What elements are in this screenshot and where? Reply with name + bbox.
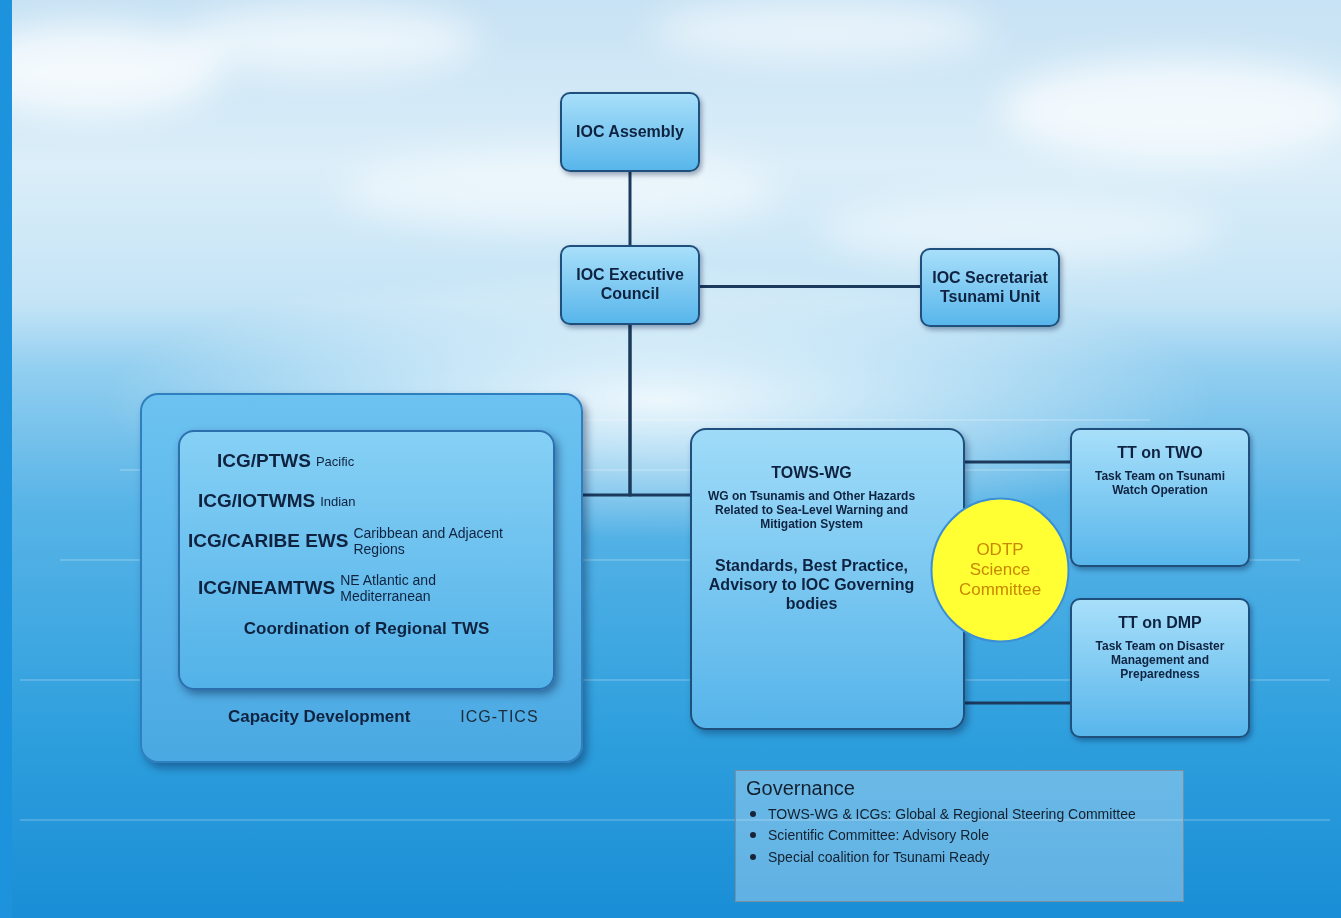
text-area: ODTP Science Committee — [930, 497, 1070, 643]
node-text: TT on DMP — [1118, 614, 1202, 633]
governing-box: IOC Executive Council — [560, 245, 700, 325]
text-area: GovernanceTOWS-WG & ICGs: Global & Regio… — [736, 771, 1183, 901]
clouds — [0, 0, 1341, 265]
text-row: TT on DMP — [1118, 614, 1202, 633]
text-row: ICG/CARIBE EWSCaribbean and Adjacent Reg… — [188, 525, 513, 558]
node-text: Special coalition for Tsunami Ready — [768, 849, 990, 866]
text-area: TOWS-WG WG on Tsunamis and Other Hazards … — [692, 430, 963, 728]
regional-group-panel: Capacity Development ICG-TICS ICG/PTWS Paci… — [140, 393, 583, 763]
bullet-dot — [750, 811, 756, 817]
text-row: TOWS-WG & ICGs: Global & Regional Steeri… — [750, 806, 1136, 823]
node-text: IOC Assembly — [576, 123, 684, 142]
text-row: Coordination of Regional TWS — [244, 619, 490, 639]
text-row: TOWS-WG — [771, 464, 852, 483]
icg-list-box: ICG/PTWS PacificICG/IOTWMS IndianICG/CARIB… — [178, 430, 555, 690]
text-row: Standards, Best Practice, Advisory to IO… — [700, 557, 923, 614]
node-text: Coordination of Regional TWS — [244, 619, 490, 639]
connector-line — [630, 325, 690, 495]
text-area: TT on DMP Task Team on Disaster Managemen… — [1072, 600, 1248, 736]
text-row: IOC Secretariat Tsunami Unit — [928, 269, 1052, 307]
node-text: Task Team on Disaster Management and Pre… — [1084, 639, 1236, 681]
governance-note: GovernanceTOWS-WG & ICGs: Global & Regio… — [735, 770, 1184, 902]
text-row: ICG/PTWS Pacific — [217, 450, 354, 472]
connector-line — [583, 325, 630, 495]
node-text: ICG/CARIBE EWS — [188, 530, 348, 552]
cloud — [650, 0, 990, 60]
text-row: Task Team on Tsunami Watch Operation — [1084, 469, 1236, 497]
node-text: Capacity Development — [228, 707, 410, 727]
connector-line — [700, 285, 920, 288]
working-group-box: TOWS-WG WG on Tsunamis and Other Hazards … — [690, 428, 965, 730]
task-team-box: TT on DMP Task Team on Disaster Managemen… — [1070, 598, 1250, 738]
text-row: IOC Executive Council — [568, 266, 692, 304]
text-row: Special coalition for Tsunami Ready — [750, 849, 990, 866]
node-text: ODTP Science Committee — [954, 540, 1046, 600]
task-team-box: TT on TWO Task Team on Tsunami Watch Oper… — [1070, 428, 1250, 567]
node-text: TOWS-WG — [771, 464, 852, 483]
text-area: TT on TWO Task Team on Tsunami Watch Oper… — [1072, 430, 1248, 565]
node-text: ICG/IOTWMS — [198, 490, 315, 512]
node-text: WG on Tsunamis and Other Hazards Related… — [700, 489, 923, 531]
text-row: Task Team on Disaster Management and Pre… — [1084, 639, 1236, 681]
node-text: IOC Secretariat Tsunami Unit — [928, 269, 1052, 307]
cloud — [1000, 60, 1341, 160]
node-text: ICG/PTWS — [217, 450, 311, 472]
node-text: Pacific — [316, 454, 354, 469]
text-row: IOC Assembly — [576, 123, 684, 142]
text-row: Capacity Development ICG-TICS — [228, 707, 539, 727]
node-text: IOC Executive Council — [568, 266, 692, 304]
science-committee-circle: ODTP Science Committee — [930, 497, 1070, 643]
text-row: WG on Tsunamis and Other Hazards Related… — [700, 489, 923, 531]
connector-line — [965, 702, 1070, 705]
node-text: ICG-TICS — [460, 708, 538, 727]
text-row: TT on TWO — [1117, 444, 1202, 463]
bullet-dot — [750, 832, 756, 838]
text-row: Governance — [746, 777, 855, 801]
left-edge-band — [0, 0, 12, 918]
text-area: ICG/PTWS PacificICG/IOTWMS IndianICG/CARIB… — [180, 432, 553, 688]
text-area: IOC Secretariat Tsunami Unit — [922, 250, 1058, 325]
text-row: ICG/NEAMTWSNE Atlantic and Mediterranean — [198, 572, 450, 605]
text-row: ODTP Science Committee — [954, 540, 1046, 600]
connector-line — [965, 461, 1070, 464]
text-row: Scientific Committee: Advisory Role — [750, 827, 989, 844]
governing-box: IOC Assembly — [560, 92, 700, 172]
node-text: Standards, Best Practice, Advisory to IO… — [700, 557, 923, 614]
text-area: IOC Executive Council — [562, 247, 698, 323]
node-text: Scientific Committee: Advisory Role — [768, 827, 989, 844]
text-area: IOC Assembly — [562, 94, 698, 170]
bullet-dot — [750, 854, 756, 860]
node-text: Task Team on Tsunami Watch Operation — [1084, 469, 1236, 497]
node-text: NE Atlantic and Mediterranean — [340, 572, 450, 605]
circle-shape — [932, 499, 1069, 642]
cloud — [180, 5, 480, 75]
node-text: ICG/NEAMTWS — [198, 577, 335, 599]
node-text: Governance — [746, 777, 855, 801]
node-text: TT on TWO — [1117, 444, 1202, 463]
text-row: ICG/IOTWMS Indian — [198, 490, 356, 512]
secretariat-box: IOC Secretariat Tsunami Unit — [920, 248, 1060, 327]
node-text: Caribbean and Adjacent Regions — [353, 525, 513, 558]
node-text: Indian — [320, 494, 355, 509]
connector-line — [629, 172, 632, 245]
node-text: TOWS-WG & ICGs: Global & Regional Steeri… — [768, 806, 1136, 823]
